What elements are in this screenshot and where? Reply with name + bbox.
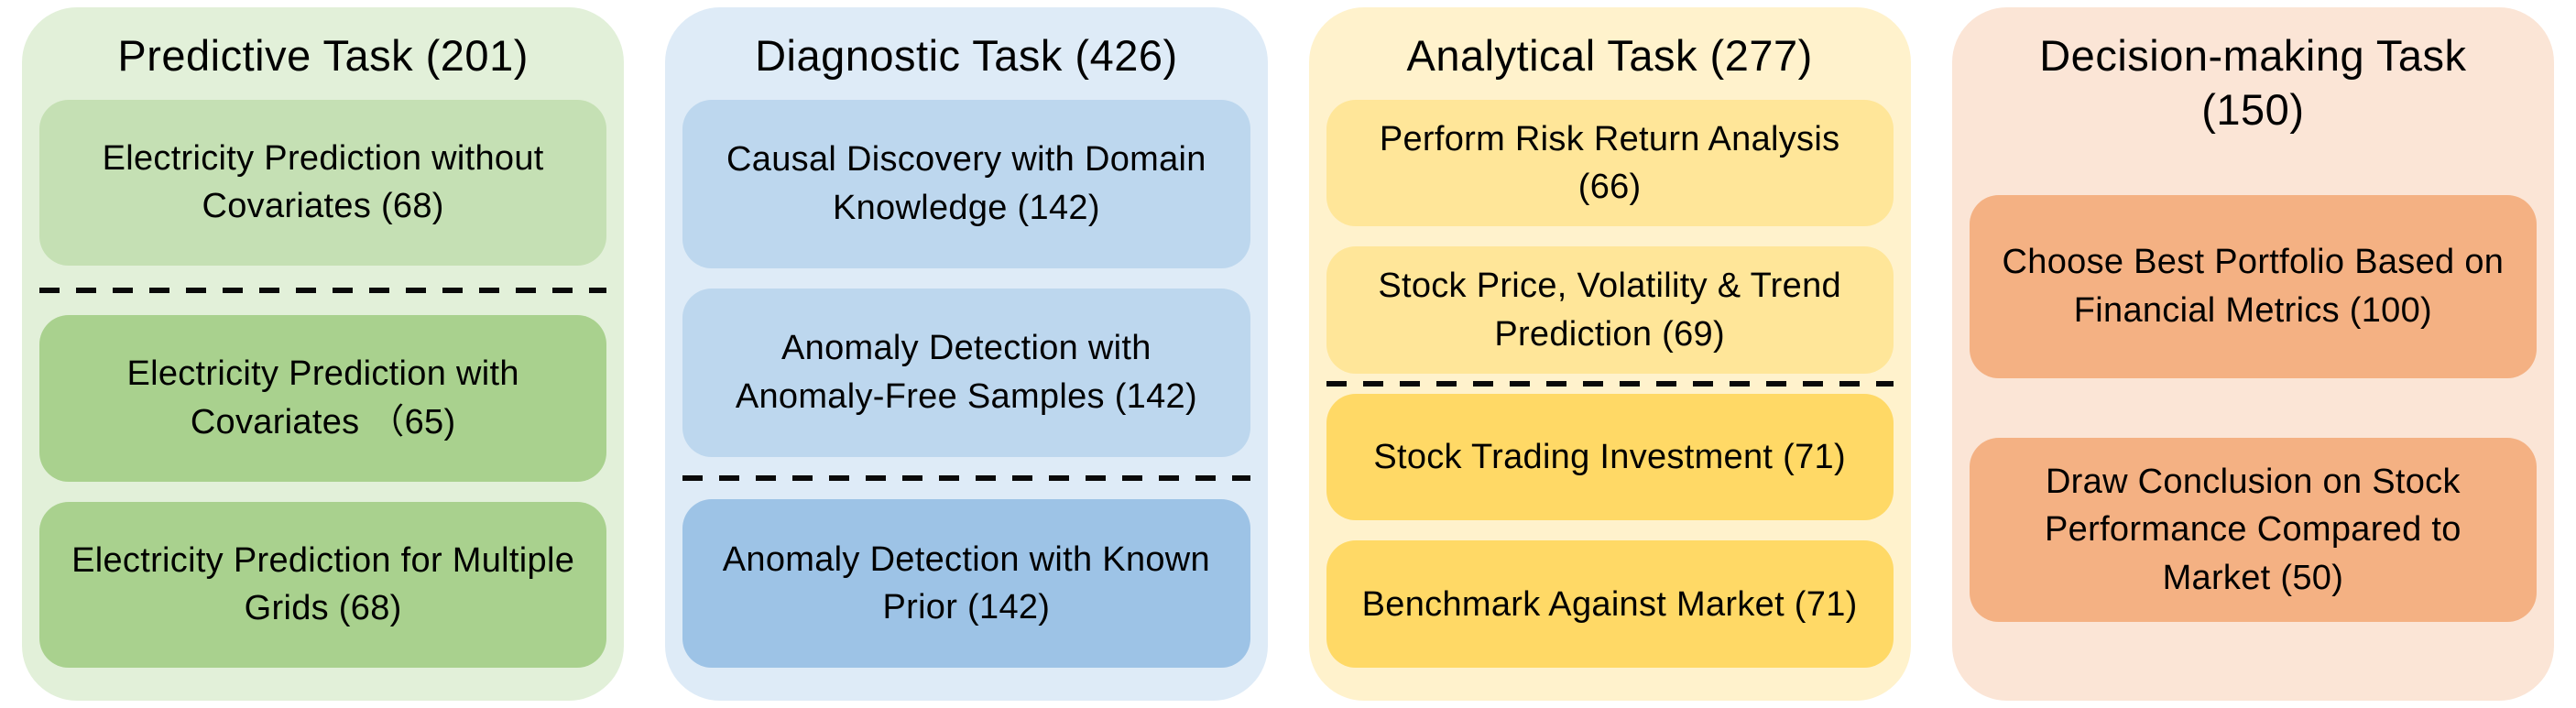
panel-boxes: Electricity Prediction without Covariate… xyxy=(39,99,607,669)
panel-boxes: Perform Risk Return Analysis (66) Stock … xyxy=(1326,99,1894,668)
task-box-anomaly-detection-known-prior: Anomaly Detection with Known Prior (142) xyxy=(682,498,1250,668)
task-box-perform-risk-return-analysis: Perform Risk Return Analysis (66) xyxy=(1326,99,1894,227)
task-box-stock-price-volatility-trend-prediction: Stock Price, Volatility & Trend Predicti… xyxy=(1326,246,1894,374)
panel-title-predictive: Predictive Task (201) xyxy=(117,31,529,80)
panel-title-analytical: Analytical Task (277) xyxy=(1406,31,1813,80)
task-box-causal-discovery-domain-knowledge: Causal Discovery with Domain Knowledge (… xyxy=(682,99,1250,268)
panel-title-diagnostic: Diagnostic Task (426) xyxy=(755,31,1178,80)
task-box-draw-conclusion-stock-performance: Draw Conclusion on Stock Performance Com… xyxy=(1969,438,2537,622)
task-box-benchmark-against-market: Benchmark Against Market (71) xyxy=(1326,540,1894,668)
panel-predictive-task: Predictive Task (201) Electricity Predic… xyxy=(22,7,625,701)
dashed-separator xyxy=(1326,380,1894,387)
task-box-choose-best-portfolio: Choose Best Portfolio Based on Financial… xyxy=(1969,194,2537,379)
panel-boxes: Choose Best Portfolio Based on Financial… xyxy=(1969,154,2537,669)
panel-title-decision-making: Decision-making Task (150) xyxy=(2039,31,2467,134)
panel-boxes: Causal Discovery with Domain Knowledge (… xyxy=(682,99,1250,668)
dashed-separator xyxy=(39,288,607,294)
task-box-electricity-prediction-without-covariates: Electricity Prediction without Covariate… xyxy=(39,99,607,267)
task-box-anomaly-detection-anomaly-free-samples: Anomaly Detection with Anomaly-Free Samp… xyxy=(682,288,1250,457)
task-box-electricity-prediction-multiple-grids: Electricity Prediction for Multiple Grid… xyxy=(39,501,607,669)
panel-decision-making-task: Decision-making Task (150) Choose Best P… xyxy=(1951,7,2554,701)
task-box-stock-trading-investment: Stock Trading Investment (71) xyxy=(1326,393,1894,521)
task-box-electricity-prediction-with-covariates: Electricity Prediction with Covariates （… xyxy=(39,315,607,482)
panel-diagnostic-task: Diagnostic Task (426) Causal Discovery w… xyxy=(665,7,1268,701)
panel-analytical-task: Analytical Task (277) Perform Risk Retur… xyxy=(1308,7,1911,701)
dashed-separator xyxy=(682,474,1250,481)
